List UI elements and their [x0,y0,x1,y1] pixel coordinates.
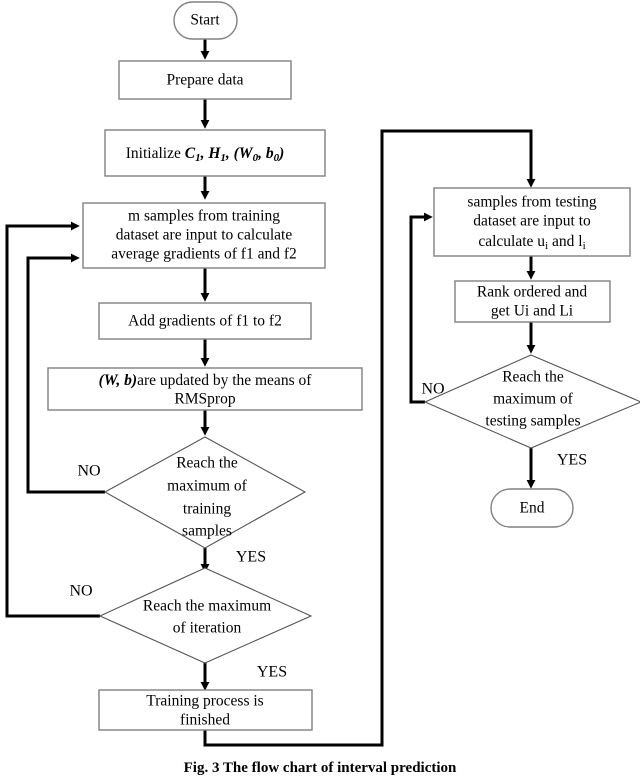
node-update-params-line1: (W, b)are updated by the means of [99,372,313,389]
node-end[interactable]: End [490,488,574,528]
node-end-label: End [520,500,545,517]
figure-caption: Fig. 3 The flow chart of interval predic… [183,760,457,776]
initialize-prefix: Initialize [126,145,185,162]
edge-label-iteration-yes: YES [257,664,287,681]
edge-label-training-no: NO [77,463,100,480]
node-test-input[interactable]: samples from testing dataset are input t… [433,187,631,257]
decision-training-line3: training [183,501,231,518]
node-start[interactable]: Start [173,1,238,40]
node-training-finished-line2: finished [180,712,230,729]
node-test-input-line2: dataset are input to [473,213,591,230]
node-start-label: Start [190,12,220,29]
edge-label-iteration-no: NO [69,583,92,600]
edge-testing-no-feedback [409,212,433,404]
decision-training-line4: samples [182,523,232,540]
node-update-params-line2: RMSprop [174,391,235,408]
node-initialize-label: Initialize C1, H1, (W0, b0) [126,145,285,164]
node-prepare-data[interactable]: Prepare data [118,60,292,100]
node-initialize[interactable]: Initialize C1, H1, (W0, b0) [104,129,326,177]
node-train-input[interactable]: m samples from training dataset are inpu… [82,202,326,269]
decision-iteration-line2: of iteration [173,620,242,637]
node-rank-ordered-line1: Rank ordered and [477,284,587,301]
node-training-finished[interactable]: Training process is finished [98,689,313,731]
edge-finished-to-testing-branch [203,129,536,747]
node-add-gradients[interactable]: Add gradients of f1 to f2 [98,302,312,340]
node-test-input-line1: samples from testing [467,194,596,211]
node-decision-testing-samples[interactable]: Reach the maximum of testing samples [423,354,640,449]
decision-iteration-line1: Reach the maximum [143,598,271,615]
decision-testing-line3: testing samples [485,413,580,430]
edge-label-testing-no: NO [421,381,444,398]
edge-label-testing-yes: YES [557,452,587,469]
edge-training-no-feedback [26,253,105,494]
node-training-finished-line1: Training process is [146,693,263,710]
node-train-input-line1: m samples from training [128,208,280,225]
node-rank-ordered[interactable]: Rank ordered and get Ui and Li [454,280,611,323]
node-decision-training-samples[interactable]: Reach the maximum of training samples [103,436,307,549]
edge-label-training-yes: YES [236,549,266,566]
node-train-input-line3: average gradients of f1 and f2 [111,246,297,263]
node-test-input-line3: calculate ui and li [478,233,585,252]
edge-iteration-no-feedback [5,221,100,618]
node-prepare-data-label: Prepare data [166,72,243,89]
node-rank-ordered-line2: get Ui and Li [491,303,574,320]
decision-testing-line1: Reach the [502,369,564,386]
node-update-params[interactable]: (W, b)are updated by the means of RMSpro… [47,367,363,411]
node-add-gradients-label: Add gradients of f1 to f2 [128,313,282,330]
node-decision-iteration[interactable]: Reach the maximum of iteration [98,567,313,664]
decision-testing-line2: maximum of [493,391,573,408]
node-train-input-line2: dataset are input to calculate [116,227,293,244]
decision-training-line1: Reach the [176,455,238,472]
decision-training-line2: maximum of [167,478,247,495]
